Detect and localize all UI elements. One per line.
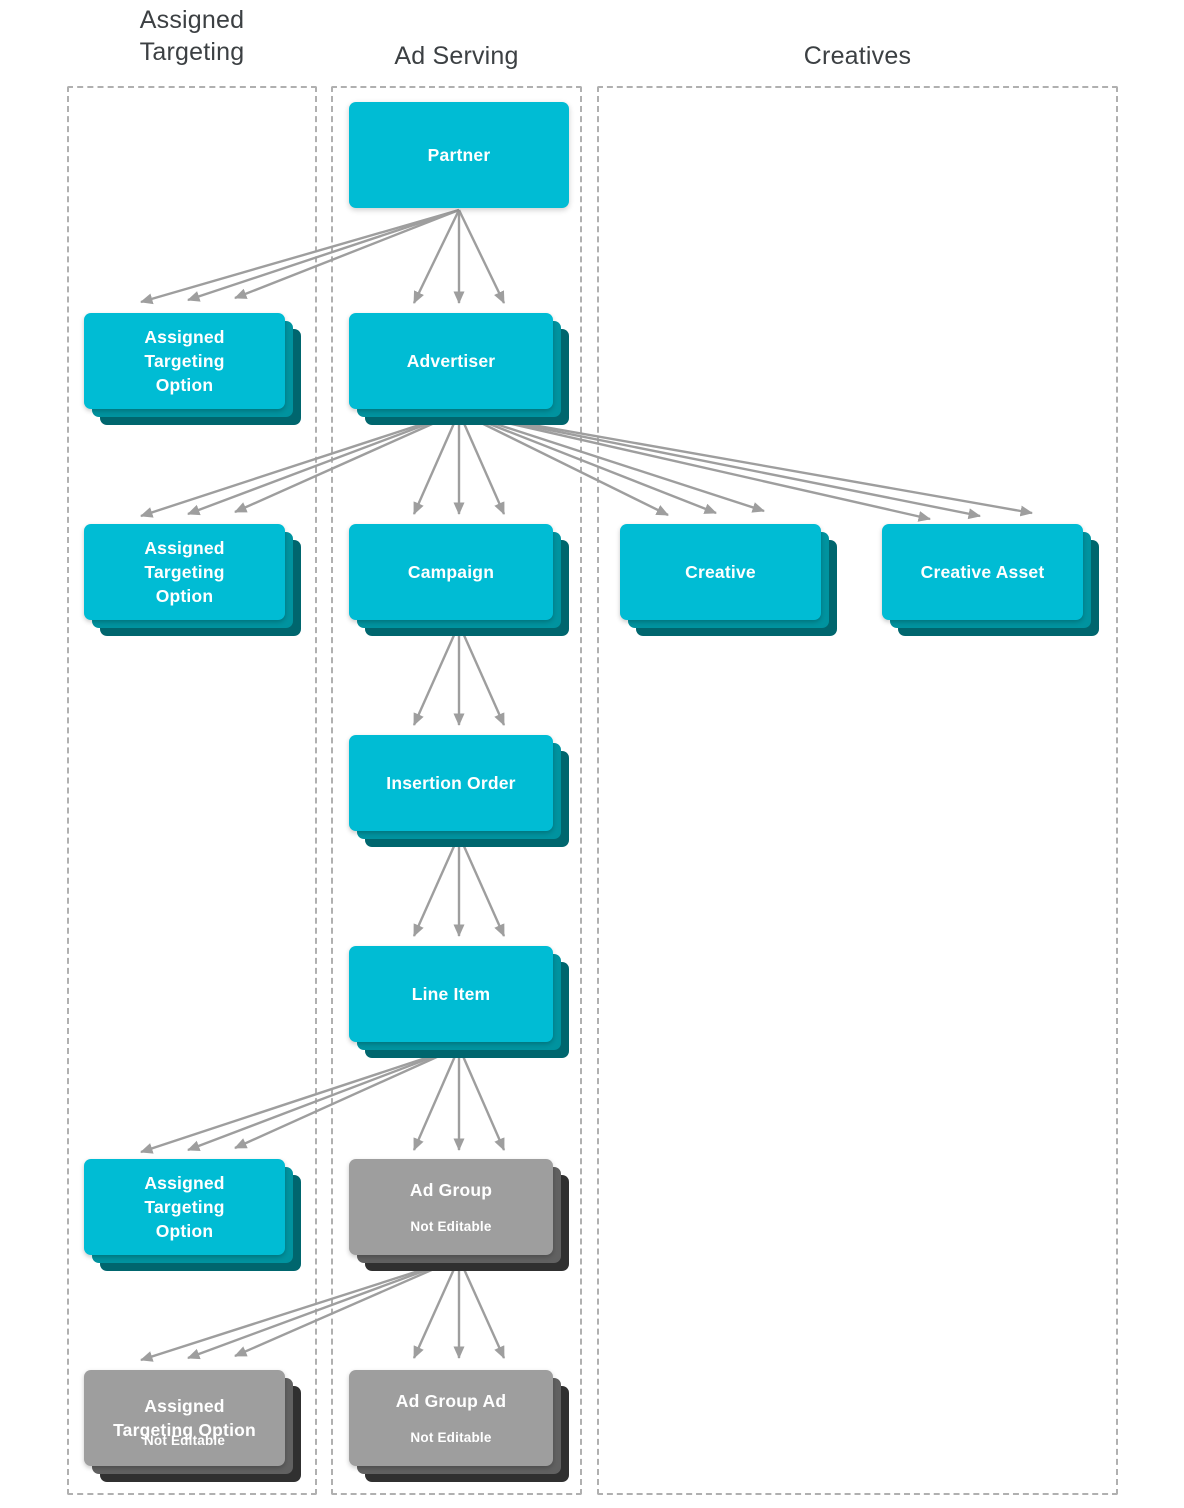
node-ato-ad-group-subtitle: Not Editable — [143, 1433, 226, 1448]
node-ato-line-item-title: Assigned Targeting Option — [136, 1171, 232, 1243]
node-assigned-targeting-option-partner[interactable]: Assigned Targeting Option — [84, 313, 301, 425]
column-container-creatives — [597, 86, 1118, 1495]
column-title-ad-serving: Ad Serving — [394, 42, 519, 70]
ato-label-line2: Targeting — [144, 562, 225, 582]
node-campaign-face[interactable]: Campaign — [349, 524, 553, 620]
node-assigned-targeting-option-line-item[interactable]: Assigned Targeting Option — [84, 1159, 301, 1271]
node-ato-partner-title: Assigned Targeting Option — [136, 325, 232, 397]
node-assigned-targeting-option-advertiser[interactable]: Assigned Targeting Option — [84, 524, 301, 636]
column-title-line1: Assigned — [139, 6, 245, 34]
ato-label-line2: Targeting — [144, 1197, 225, 1217]
column-container-ad-serving — [331, 86, 582, 1495]
ato-label-line3: Option — [155, 1221, 214, 1241]
node-creative-asset-face[interactable]: Creative Asset — [882, 524, 1083, 620]
node-campaign[interactable]: Campaign — [349, 524, 569, 636]
node-campaign-title: Campaign — [407, 562, 495, 582]
ato-label-line2: Targeting Option — [113, 1420, 256, 1440]
ato-label-line3: Option — [155, 586, 214, 606]
ato-label-line1: Assigned — [144, 327, 225, 347]
node-ad-group[interactable]: Ad Group Not Editable — [349, 1159, 569, 1271]
node-ad-group-ad-subtitle: Not Editable — [410, 1430, 492, 1445]
node-line-item-face[interactable]: Line Item — [349, 946, 553, 1042]
node-ad-group-subtitle: Not Editable — [410, 1219, 492, 1234]
node-creative[interactable]: Creative — [620, 524, 837, 636]
node-ato-partner-face[interactable]: Assigned Targeting Option — [84, 313, 285, 409]
node-advertiser-face[interactable]: Advertiser — [349, 313, 553, 409]
node-creative-asset-title: Creative Asset — [920, 562, 1045, 582]
node-ato-advertiser-title: Assigned Targeting Option — [136, 536, 232, 608]
ato-label-line1: Assigned — [144, 1173, 225, 1193]
node-creative-asset[interactable]: Creative Asset — [882, 524, 1099, 636]
node-creative-title: Creative — [685, 562, 756, 582]
node-ato-line-item-face[interactable]: Assigned Targeting Option — [84, 1159, 285, 1255]
node-ad-group-face[interactable]: Ad Group Not Editable — [349, 1159, 553, 1255]
column-container-assigned-targeting — [67, 86, 317, 1495]
node-partner[interactable]: Partner — [349, 102, 569, 208]
column-title-assigned-targeting: Assigned Targeting — [67, 4, 317, 68]
node-partner-title: Partner — [427, 145, 491, 165]
node-line-item[interactable]: Line Item — [349, 946, 569, 1058]
node-insertion-order-face[interactable]: Insertion Order — [349, 735, 553, 831]
ato-label-line1: Assigned — [144, 538, 225, 558]
node-advertiser[interactable]: Advertiser — [349, 313, 569, 425]
ato-label-line2: Targeting — [144, 351, 225, 371]
node-insertion-order-title: Insertion Order — [386, 773, 516, 793]
node-advertiser-title: Advertiser — [406, 351, 496, 371]
node-ad-group-title: Ad Group — [409, 1180, 493, 1200]
node-ato-advertiser-face[interactable]: Assigned Targeting Option — [84, 524, 285, 620]
column-title-creatives: Creatives — [803, 42, 912, 70]
node-ato-ad-group-face[interactable]: Assigned Targeting Option — [84, 1370, 285, 1466]
node-ad-group-ad-title: Ad Group Ad — [395, 1391, 507, 1411]
node-ad-group-ad[interactable]: Ad Group Ad Not Editable — [349, 1370, 569, 1482]
ato-label-line1: Assigned — [144, 1396, 225, 1416]
node-assigned-targeting-option-ad-group[interactable]: Assigned Targeting Option Not Editable — [84, 1370, 301, 1482]
node-insertion-order[interactable]: Insertion Order — [349, 735, 569, 847]
node-creative-face[interactable]: Creative — [620, 524, 821, 620]
node-partner-face[interactable]: Partner — [349, 102, 569, 208]
node-ad-group-ad-face[interactable]: Ad Group Ad Not Editable — [349, 1370, 553, 1466]
node-ato-ad-group-title: Assigned Targeting Option — [105, 1394, 264, 1442]
node-line-item-title: Line Item — [411, 984, 491, 1004]
column-title-line2: Targeting — [139, 38, 245, 66]
ato-label-line3: Option — [155, 375, 214, 395]
